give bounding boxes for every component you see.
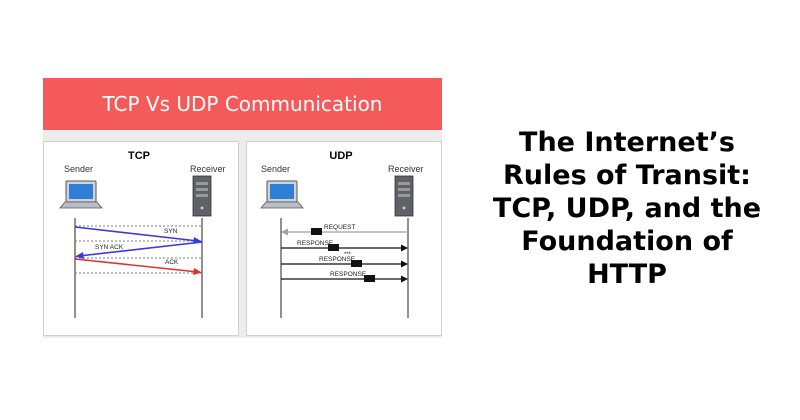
syn-ack-label: SYN ACK xyxy=(95,244,124,251)
heading-line-5: HTTP xyxy=(587,259,667,290)
figure-banner: TCP Vs UDP Communication xyxy=(43,78,442,130)
server-icon xyxy=(192,175,212,217)
response-packet-3 xyxy=(364,275,375,282)
tcp-udp-figure: TCP Vs UDP Communication TCP Sender Rece… xyxy=(43,78,442,338)
response-arrowhead-1 xyxy=(401,244,408,252)
laptop-icon xyxy=(59,180,103,209)
laptop-icon xyxy=(260,180,304,209)
ack-arrow xyxy=(74,258,199,273)
syn-arrow xyxy=(74,226,199,242)
tcp-panel: TCP Sender Receiver xyxy=(43,141,239,336)
heading-line-1: The Internet’s xyxy=(519,127,735,158)
tcp-title: TCP xyxy=(128,150,150,162)
request-packet xyxy=(311,228,322,235)
ack-label: ACK xyxy=(165,259,179,266)
tcp-sender-label: Sender xyxy=(64,164,93,174)
article-heading: The Internet’s Rules of Transit: TCP, UD… xyxy=(482,126,772,291)
response-label-2: RESPONSE xyxy=(319,256,356,263)
response-packet-2 xyxy=(351,260,362,267)
heading-line-4: Foundation of xyxy=(521,226,733,257)
response-packet-1 xyxy=(328,244,339,251)
syn-ack-arrow xyxy=(78,241,203,257)
ack-arrowhead xyxy=(193,268,202,275)
syn-ack-arrowhead xyxy=(75,252,84,259)
response-label-1: RESPONSE xyxy=(297,240,334,247)
udp-panel: UDP Sender Receiver xyxy=(246,141,442,336)
udp-title: UDP xyxy=(329,150,352,162)
request-label: REQUEST xyxy=(324,224,355,231)
udp-ellipsis: *** xyxy=(344,252,352,258)
udp-sender-label: Sender xyxy=(261,164,290,174)
tcp-receiver-label: Receiver xyxy=(190,164,226,174)
heading-line-2: Rules of Transit: xyxy=(503,160,751,191)
heading-line-3: TCP, UDP, and the xyxy=(492,193,762,224)
request-arrowhead xyxy=(281,228,288,236)
response-arrowhead-3 xyxy=(401,275,408,283)
response-arrowhead-2 xyxy=(401,260,408,268)
syn-label: SYN xyxy=(164,228,178,235)
server-icon xyxy=(394,175,414,217)
udp-receiver-label: Receiver xyxy=(388,164,424,174)
response-label-3: RESPONSE xyxy=(330,271,367,278)
